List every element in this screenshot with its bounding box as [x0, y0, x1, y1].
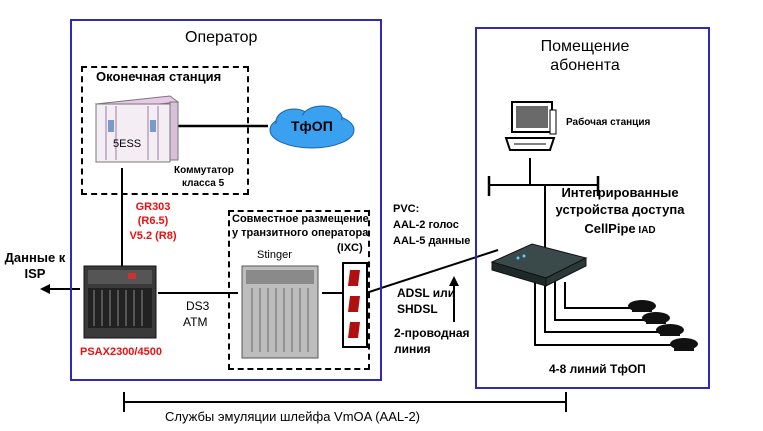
- wire-label-line1: 2-проводная: [394, 326, 470, 340]
- stinger-device-icon: [241, 265, 319, 359]
- stinger-label: Stinger: [257, 249, 292, 261]
- iad-brand: CellPipe: [584, 221, 636, 236]
- iad-suffix: IAD: [635, 225, 656, 236]
- wire-label-line2: линия: [394, 342, 431, 356]
- shdsl-label: SHDSL: [397, 302, 438, 316]
- terminal-station-box: [81, 66, 249, 195]
- subscriber-title-line1: Помещение: [540, 38, 630, 55]
- psax-device-icon: [83, 265, 157, 339]
- iad-label-line2: устройства доступа: [555, 202, 685, 217]
- vmoa-label: Службы эмуляции шлейфа VmOA (AAL-2): [165, 409, 421, 424]
- adsl-label: ADSL или: [397, 286, 456, 300]
- iad-device-icon: [490, 243, 588, 287]
- protocol-v52: V5.2 (R8): [129, 230, 177, 242]
- pvc-voice: AAL-2 голос: [393, 219, 459, 231]
- colocation-label-line2: у транзитного оператора: [232, 227, 369, 239]
- colocation-label-line1: Совместное размещение: [232, 213, 369, 225]
- ixc-label: (IXC): [337, 242, 363, 254]
- switch-model-label: 5ESS: [113, 138, 142, 150]
- psax-label: PSAX2300/4500: [80, 346, 162, 358]
- atm-label: ATM: [183, 315, 208, 329]
- pstn-cloud-icon: [269, 105, 355, 149]
- switch-class-label-line2: класса 5: [182, 178, 225, 189]
- iad-label-line3: CellPipe IAD: [540, 220, 700, 238]
- pvc-title: PVC:: [393, 203, 420, 215]
- ixc-module-icon: [342, 262, 368, 348]
- iad-label-line1: Интегрированные: [561, 185, 679, 200]
- protocol-gr303: GR303: [135, 201, 171, 213]
- 5ess-switch-icon: [94, 95, 180, 163]
- terminal-station-label: Оконечная станция: [96, 69, 222, 84]
- isp-label-line2: ISP: [24, 266, 46, 281]
- pstn-cloud-label: ТфОП: [291, 118, 333, 134]
- workstation-icon: [504, 101, 557, 151]
- ds3-label: DS3: [186, 299, 210, 313]
- operator-title: Оператор: [185, 29, 258, 46]
- subscriber-frame: [475, 27, 710, 389]
- pvc-data: AAL-5 данные: [393, 235, 471, 247]
- operator-frame: [70, 19, 382, 381]
- workstation-label: Рабочая станция: [566, 117, 651, 128]
- isp-label-line1: Данные к: [4, 250, 66, 265]
- colocation-box: [228, 210, 370, 370]
- protocol-r65: (R6.5): [137, 215, 169, 227]
- pstn-lines-label: 4-8 линий ТфОП: [549, 362, 646, 376]
- switch-class-label-line1: Коммутатор: [174, 165, 234, 176]
- subscriber-title-line2: абонента: [550, 57, 620, 74]
- telephone-icon: [628, 300, 698, 351]
